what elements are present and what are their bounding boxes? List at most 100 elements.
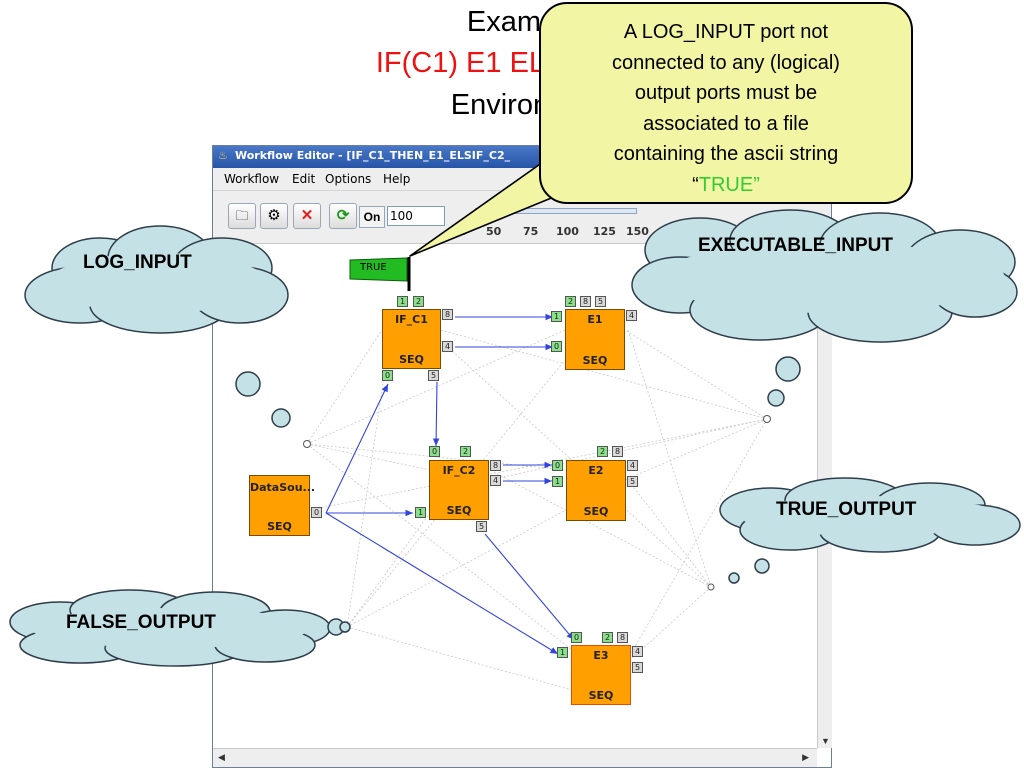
node-name: IF_C2 <box>442 464 476 477</box>
true-output-label: TRUE_OUTPUT <box>776 499 917 520</box>
port[interactable]: 4 <box>627 460 638 471</box>
thought-bubble <box>754 558 770 574</box>
port[interactable]: 2 <box>565 296 576 307</box>
callout-true-word: TRUE <box>698 173 754 196</box>
port[interactable]: 8 <box>442 309 453 320</box>
quote-close: ” <box>753 173 760 196</box>
callout-text: A LOG_INPUT port not connected to any (l… <box>552 17 900 200</box>
refresh-icon[interactable]: ⟳ <box>329 203 357 229</box>
slider-tick-label: 100 <box>556 225 579 238</box>
scroll-right-icon[interactable]: ▶ <box>802 752 809 762</box>
port[interactable]: 1 <box>415 507 426 518</box>
callout-line: A LOG_INPUT port not <box>623 21 829 43</box>
node-e3[interactable]: E3 SEQ <box>571 645 631 705</box>
menu-workflow[interactable]: Workflow <box>224 172 280 186</box>
slider-tick-label: 50 <box>486 225 502 238</box>
slider-tick-label: 75 <box>523 225 539 238</box>
port[interactable]: 0 <box>311 507 322 518</box>
node-if-c1[interactable]: IF_C1 SEQ <box>382 309 441 369</box>
delete-icon[interactable]: ✕ <box>293 203 321 229</box>
slider-tick-label: 150 <box>626 225 649 238</box>
port[interactable]: 2 <box>460 446 471 457</box>
callout-line: output ports must be <box>634 82 818 104</box>
quote-open: “ <box>692 173 699 196</box>
node-name: E1 <box>587 313 603 326</box>
menu-help[interactable]: Help <box>383 172 411 186</box>
executable-input-cloud <box>631 209 1018 343</box>
executable-input-label: EXECUTABLE_INPUT <box>698 235 893 256</box>
port[interactable]: 8 <box>490 460 501 471</box>
port[interactable]: 2 <box>602 632 613 643</box>
port[interactable]: 4 <box>442 341 453 352</box>
node-name: IF_C1 <box>395 313 428 326</box>
port[interactable]: 1 <box>552 476 563 487</box>
callout-line-last: “TRUE” <box>552 170 900 201</box>
port[interactable]: 4 <box>632 646 643 657</box>
flag-label: TRUE <box>360 262 387 273</box>
open-icon[interactable]: 🗀 <box>228 203 256 229</box>
port[interactable]: 5 <box>632 662 643 673</box>
node-type: SEQ <box>582 354 608 367</box>
port[interactable]: 0 <box>382 370 393 381</box>
window-title: Workflow Editor - [IF_C1_THEN_E1_ELSIF_C… <box>235 149 511 162</box>
node-name: E3 <box>593 649 609 662</box>
thought-bubble <box>339 621 351 633</box>
scroll-left-icon[interactable]: ◀ <box>218 752 225 762</box>
port[interactable]: 0 <box>552 460 563 471</box>
java-cup-icon: ♨ <box>218 150 228 162</box>
thought-bubble <box>775 356 801 382</box>
port[interactable]: 5 <box>627 476 638 487</box>
callout-line: containing the ascii string <box>613 143 839 165</box>
callout-line: associated to a file <box>643 112 809 135</box>
true-output-cloud <box>719 477 1021 553</box>
thought-bubble <box>728 572 740 584</box>
node-e2[interactable]: E2 SEQ <box>566 460 626 521</box>
node-e1[interactable]: E1 SEQ <box>565 309 625 370</box>
port[interactable]: 2 <box>413 296 424 307</box>
port[interactable]: 4 <box>626 310 637 321</box>
port[interactable]: 8 <box>580 296 591 307</box>
port[interactable]: 0 <box>571 632 582 643</box>
callout-box <box>539 2 913 204</box>
node-type: SEQ <box>446 504 472 517</box>
node-type: SEQ <box>267 520 292 533</box>
wand-icon[interactable]: ⚙ <box>260 203 288 229</box>
horizontal-scrollbar[interactable]: ◀ ▶ <box>213 748 817 767</box>
port[interactable]: 4 <box>490 475 501 486</box>
node-datasource[interactable]: DataSou... SEQ <box>249 475 316 536</box>
thought-bubble <box>767 389 785 407</box>
port[interactable]: 8 <box>612 446 623 457</box>
thought-bubble <box>271 408 291 428</box>
false-output-cloud <box>9 589 331 667</box>
menu-options[interactable]: Options <box>325 172 372 186</box>
log-input-label: LOG_INPUT <box>83 252 192 273</box>
node-if-c2[interactable]: IF_C2 SEQ <box>429 460 489 520</box>
node-type: SEQ <box>588 689 614 702</box>
port[interactable]: 0 <box>551 341 562 352</box>
port[interactable]: 5 <box>476 521 487 532</box>
speed-input[interactable]: 100 <box>387 206 445 226</box>
scroll-down-icon[interactable]: ▼ <box>821 736 830 746</box>
blue-edges <box>325 313 575 655</box>
port[interactable]: 5 <box>428 370 439 381</box>
port[interactable]: 5 <box>595 296 606 307</box>
port[interactable]: 1 <box>551 311 562 322</box>
port[interactable]: 1 <box>557 647 568 658</box>
node-type: SEQ <box>583 505 609 518</box>
slider-tick-label: 125 <box>593 225 616 238</box>
thought-bubble <box>235 371 261 397</box>
false-output-label: FALSE_OUTPUT <box>66 612 216 633</box>
true-output-endpoint <box>707 583 715 591</box>
log-input-cloud <box>24 225 289 334</box>
node-name: DataSou... <box>250 481 316 494</box>
port[interactable]: 8 <box>617 632 628 643</box>
node-type: SEQ <box>399 353 424 366</box>
on-toggle-button[interactable]: On <box>359 206 385 228</box>
menu-edit[interactable]: Edit <box>292 172 316 186</box>
port[interactable]: 1 <box>397 296 408 307</box>
callout-line: connected to any (logical) <box>612 51 840 74</box>
port[interactable]: 2 <box>597 446 608 457</box>
port[interactable]: 0 <box>429 446 440 457</box>
log-input-endpoint <box>303 440 311 448</box>
